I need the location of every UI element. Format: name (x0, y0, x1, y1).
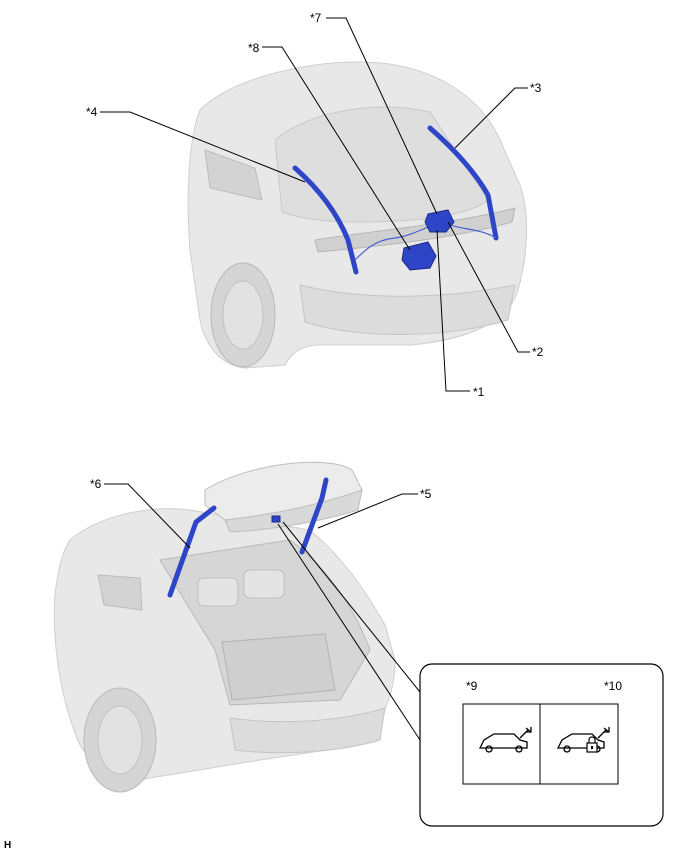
callout-2: *2 (532, 345, 544, 359)
leader-7 (326, 17, 438, 215)
rear-wheel-hub-top (222, 280, 264, 350)
switch-detail-inset: *9 *10 (419, 663, 664, 827)
callout-3: *3 (530, 81, 542, 95)
leader-lines-top (100, 17, 530, 392)
car-back-door-open-icon (478, 727, 532, 753)
vehicle-rear-open (53, 461, 396, 793)
leader-4 (100, 111, 306, 183)
callout-10: *10 (604, 679, 622, 693)
damper-stay-left-bottom (167, 505, 217, 598)
leader-5 (317, 493, 418, 529)
rear-glass-top (274, 106, 489, 223)
callout-8: *8 (248, 41, 260, 55)
callout-4: *4 (86, 105, 98, 119)
side-window-top (204, 149, 263, 201)
padlock-icon (586, 736, 598, 753)
vehicle-rear-closed (187, 61, 528, 369)
opener-switch-unit-top (424, 209, 455, 233)
back-door-lock-assembly-top (401, 241, 437, 271)
callout-6: *6 (90, 477, 102, 491)
cargo-floor (221, 633, 336, 701)
leader-1 (436, 229, 470, 392)
back-door-inner (224, 489, 363, 533)
leader-6 (104, 483, 191, 549)
leader-8 (262, 46, 411, 251)
harness-top (354, 221, 497, 261)
rear-seat-left (197, 577, 239, 607)
rear-lamp-bar-top (314, 207, 516, 253)
callout-5: *5 (420, 487, 432, 501)
damper-stay-right-top (427, 125, 499, 241)
leader-2 (447, 221, 530, 353)
back-door-switch-bottom (271, 515, 281, 523)
leader-3 (454, 87, 528, 149)
rear-bumper-bottom (229, 707, 386, 754)
callout-1: *1 (473, 385, 485, 399)
rear-bumper-top (299, 284, 516, 336)
callout-9: *9 (466, 679, 478, 693)
corner-code: H (4, 840, 11, 851)
damper-stay-left-top (292, 165, 359, 275)
callout-7: *7 (310, 11, 322, 25)
damper-stay-right-bottom (299, 477, 329, 555)
side-window-bottom (97, 574, 143, 611)
rear-seat-right (243, 569, 285, 599)
rear-wheel-hub-bottom (97, 705, 143, 775)
